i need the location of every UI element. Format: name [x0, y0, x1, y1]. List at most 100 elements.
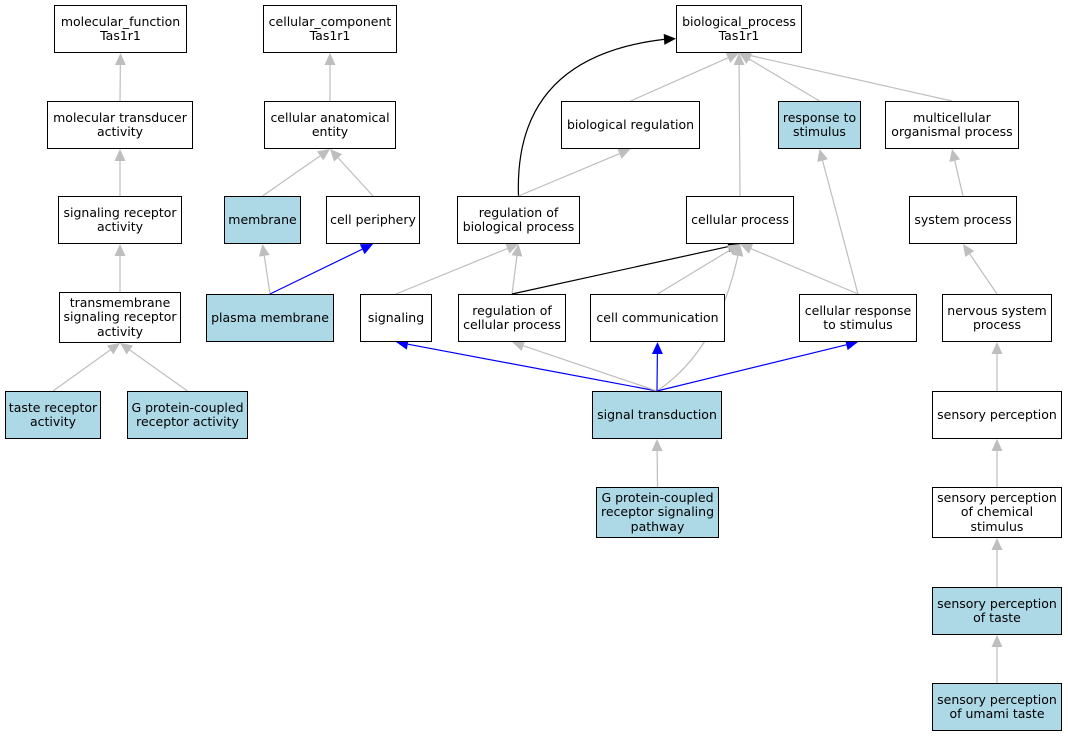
node-label: signal transduction [597, 406, 717, 422]
edge-is_a [262, 155, 321, 197]
node-label: molecular_function Tas1r1 [60, 13, 181, 43]
arrowhead [511, 244, 523, 257]
arrowhead [991, 439, 1003, 451]
node-molecular-transducer-activity[interactable]: molecular transducer activity [47, 101, 193, 149]
node-taste-receptor-activity[interactable]: taste receptor activity [5, 391, 101, 439]
node-label: biological_process Tas1r1 [682, 13, 796, 43]
node-plasma-membrane[interactable]: plasma membrane [206, 294, 334, 342]
edge-is_a [750, 248, 859, 295]
arrowhead [732, 244, 744, 257]
arrowhead [663, 33, 676, 45]
edge-is_a [511, 255, 518, 295]
arrowhead [991, 342, 1003, 354]
arrowhead [359, 244, 373, 255]
arrowhead [512, 340, 526, 352]
node-cell-periphery[interactable]: cell periphery [326, 196, 420, 244]
node-label: molecular transducer activity [53, 109, 187, 139]
arrowhead [114, 244, 126, 256]
node-label: system process [914, 211, 1012, 227]
node-signal-transduction[interactable]: signal transduction [592, 391, 722, 439]
arrowhead [726, 244, 740, 255]
node-label: taste receptor activity [8, 399, 98, 429]
node-label: regulation of biological process [462, 204, 575, 234]
node-transmembrane-signaling-receptor-activity[interactable]: transmembrane signaling receptor activit… [59, 292, 181, 343]
node-multicellular-organismal-process[interactable]: multicellular organismal process [885, 101, 1019, 149]
node-cellular-response-to-stimulus[interactable]: cellular response to stimulus [799, 294, 917, 342]
edge-is_a [337, 157, 374, 197]
edge-is_a [822, 160, 859, 295]
arrowhead [991, 538, 1003, 550]
arrowhead [733, 53, 745, 66]
edge-is_a [630, 57, 729, 102]
edge-is_a [523, 345, 658, 392]
node-membrane[interactable]: membrane [224, 196, 301, 244]
node-label: cellular anatomical entity [270, 109, 390, 139]
arrowhead [651, 342, 663, 355]
arrowhead [317, 149, 330, 161]
node-label: nervous system process [947, 302, 1047, 332]
arrowhead [114, 53, 126, 66]
node-label: multicellular organismal process [891, 109, 1013, 139]
node-cell-communication[interactable]: cell communication [590, 294, 725, 342]
arrowhead [651, 439, 663, 452]
node-label: G protein-coupled receptor activity [131, 399, 244, 429]
edge-is_a [969, 253, 998, 295]
arrowhead [740, 243, 754, 254]
node-label: transmembrane signaling receptor activit… [63, 294, 177, 339]
arrowhead [845, 339, 858, 351]
edge-is_a [263, 255, 271, 295]
arrowhead [114, 149, 126, 161]
edge-is_a [518, 153, 620, 197]
node-sensory-perception-of-umami-taste[interactable]: sensory perception of umami taste [932, 683, 1062, 731]
arrowhead [949, 149, 961, 162]
edge-is_a [129, 349, 188, 392]
node-label: cell communication [596, 309, 719, 325]
node-label: plasma membrane [211, 309, 329, 325]
node-label: cellular process [691, 211, 789, 227]
edge-part_of [656, 344, 847, 392]
node-signaling-receptor-activity[interactable]: signaling receptor activity [58, 196, 182, 244]
edge-part_of [407, 343, 658, 392]
edge-is_a [395, 247, 508, 295]
node-signaling[interactable]: signaling [360, 294, 432, 342]
arrowhead [324, 53, 336, 65]
node-sensory-perception[interactable]: sensory perception [932, 391, 1062, 439]
node-regulation-of-biological-process[interactable]: regulation of biological process [457, 196, 580, 244]
node-label: regulation of cellular process [463, 302, 561, 332]
node-label: sensory perception of taste [937, 595, 1057, 625]
edge-is_a [750, 55, 953, 102]
node-gpcr-signaling-pathway[interactable]: G protein-coupled receptor signaling pat… [596, 487, 719, 538]
edge-is_a [748, 58, 820, 102]
node-label: cellular_component Tas1r1 [268, 13, 392, 43]
node-biological-regulation[interactable]: biological regulation [561, 101, 700, 149]
arrowhead [817, 149, 828, 163]
edge-is_a [954, 160, 964, 197]
node-sensory-perception-of-taste[interactable]: sensory perception of taste [932, 587, 1062, 635]
node-regulation-of-cellular-process[interactable]: regulation of cellular process [458, 294, 566, 342]
node-label: biological regulation [566, 116, 695, 132]
arrowhead [258, 244, 270, 257]
node-biological-process-root[interactable]: biological_process Tas1r1 [676, 5, 802, 53]
node-nervous-system-process[interactable]: nervous system process [942, 294, 1052, 342]
arrowhead [505, 243, 519, 254]
edge-regulates [517, 38, 665, 197]
node-cellular-anatomical-entity[interactable]: cellular anatomical entity [264, 101, 396, 149]
arrowhead [120, 343, 133, 355]
node-label: signaling [367, 309, 425, 325]
node-cellular-component-root[interactable]: cellular_component Tas1r1 [263, 5, 397, 53]
edge-is_a [52, 349, 111, 392]
node-label: signaling receptor activity [63, 204, 177, 234]
node-cellular-process[interactable]: cellular process [686, 196, 794, 244]
edge-is_a [657, 249, 731, 295]
node-system-process[interactable]: system process [909, 196, 1017, 244]
edge-regulates [511, 245, 729, 295]
arrowhead [991, 635, 1003, 647]
node-response-to-stimulus[interactable]: response to stimulus [778, 101, 861, 149]
node-molecular-function-root[interactable]: molecular_function Tas1r1 [54, 5, 187, 53]
node-sensory-perception-of-chemical-stimulus[interactable]: sensory perception of chemical stimulus [932, 487, 1062, 538]
node-label: cell periphery [330, 211, 416, 227]
arrowhead [963, 244, 975, 258]
node-gpcr-activity[interactable]: G protein-coupled receptor activity [127, 391, 248, 439]
node-label: response to stimulus [782, 109, 857, 139]
